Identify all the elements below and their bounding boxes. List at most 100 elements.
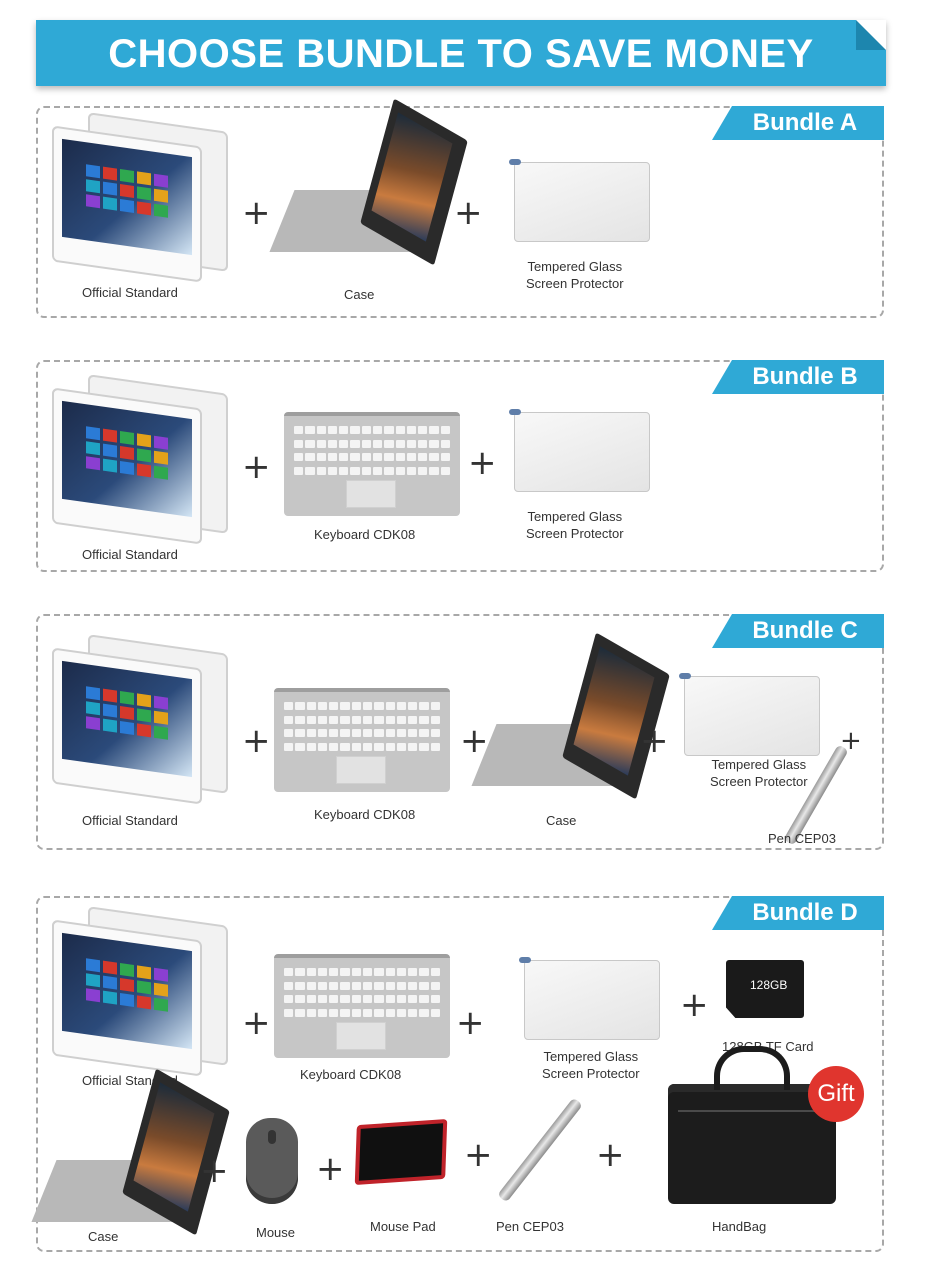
bundle-b-tag: Bundle B <box>712 360 884 394</box>
item-label: Pen CEP03 <box>768 831 836 846</box>
screen-tile <box>103 960 117 975</box>
screen-tile <box>103 458 117 473</box>
plus-icon: + <box>242 721 271 761</box>
bundle-b[interactable]: Bundle B Official Standard + Keyboard CD… <box>36 360 884 572</box>
glass-image <box>679 673 820 756</box>
handbag-image <box>668 1046 836 1204</box>
tablet-image <box>52 374 232 545</box>
screen-tile <box>137 463 151 478</box>
screen-tile <box>137 723 151 738</box>
banner-fold <box>856 20 886 50</box>
keyboard-image <box>274 954 450 1058</box>
bundle-a[interactable]: Bundle A Official Standard + Case + Temp… <box>36 98 884 318</box>
screen-tile <box>137 965 151 980</box>
screen-tile <box>120 706 134 720</box>
mouse-image <box>246 1118 298 1204</box>
screen-tile <box>103 443 117 458</box>
screen-tile <box>103 428 117 443</box>
item-label: Case <box>344 287 375 302</box>
bundle-c-tag: Bundle C <box>712 614 884 648</box>
plus-icon: + <box>456 1003 485 1043</box>
screen-tile <box>120 461 134 475</box>
tablet-image <box>52 634 232 805</box>
screen-tile <box>137 186 151 201</box>
case-image <box>31 1068 230 1236</box>
screen-tile <box>137 433 151 448</box>
screen-tile <box>103 703 117 718</box>
screen-tile <box>86 441 100 456</box>
keyboard-image <box>284 412 460 516</box>
screen-tile <box>86 164 100 179</box>
plus-icon: + <box>242 193 271 233</box>
screen-tile <box>154 695 168 710</box>
screen-tile <box>154 203 168 218</box>
item-label: Mouse <box>256 1225 296 1240</box>
item-label: Tempered Glass Screen Protector <box>526 259 624 291</box>
screen-tile <box>86 456 100 471</box>
item-label: Official Standard <box>82 813 178 828</box>
screen-tile <box>154 450 168 465</box>
screen-tile <box>120 199 134 213</box>
item-label: HandBag <box>712 1219 767 1234</box>
screen-tile <box>103 990 117 1005</box>
glass-image <box>519 957 660 1040</box>
screen-tile <box>154 967 168 982</box>
plus-icon: + <box>596 1135 625 1175</box>
glass-image <box>509 159 650 242</box>
gift-badge: Gift <box>808 1066 864 1122</box>
tablet-image <box>52 112 232 283</box>
plus-icon: + <box>200 1151 229 1191</box>
screen-tile <box>120 721 134 735</box>
page-title: CHOOSE BUNDLE TO SAVE MONEY <box>108 32 814 76</box>
mouse-pad-image <box>354 1118 448 1186</box>
item-label: Case <box>546 813 577 828</box>
screen-tile <box>86 716 100 731</box>
screen-tile <box>137 995 151 1010</box>
tf-card-label: 128GB <box>750 978 788 992</box>
screen-tile <box>86 194 100 209</box>
plus-icon: + <box>242 1003 271 1043</box>
keyboard-image <box>274 688 450 792</box>
screen-tile <box>137 171 151 186</box>
screen-tile <box>120 978 134 992</box>
screen-tile <box>103 181 117 196</box>
screen-tile <box>137 201 151 216</box>
plus-icon: + <box>464 1135 493 1175</box>
screen-tile <box>86 958 100 973</box>
plus-icon: + <box>680 985 709 1025</box>
screen-tile <box>120 993 134 1007</box>
screen-tile <box>154 982 168 997</box>
screen-tile <box>154 188 168 203</box>
bundle-d-tag: Bundle D <box>712 896 884 930</box>
screen-tile <box>137 980 151 995</box>
screen-tile <box>86 686 100 701</box>
screen-tile <box>154 465 168 480</box>
item-label: Tempered Glass Screen Protector <box>526 509 624 541</box>
header-banner: CHOOSE BUNDLE TO SAVE MONEY <box>36 20 886 86</box>
tablet-image <box>52 906 232 1077</box>
screen-tile <box>103 718 117 733</box>
item-label: Tempered Glass Screen Protector <box>542 1049 640 1081</box>
screen-tile <box>86 988 100 1003</box>
screen-tile <box>154 997 168 1012</box>
screen-tile <box>154 710 168 725</box>
glass-image <box>509 409 650 492</box>
screen-tile <box>154 725 168 740</box>
screen-tile <box>103 688 117 703</box>
item-label: Official Standard <box>82 285 178 300</box>
screen-tile <box>103 196 117 211</box>
item-label: Pen CEP03 <box>496 1219 564 1234</box>
item-label: Keyboard CDK08 <box>300 1067 402 1082</box>
bundle-c[interactable]: Bundle C Official Standard + Keyboard CD… <box>36 614 884 850</box>
screen-tile <box>86 701 100 716</box>
case-image <box>269 98 468 266</box>
bundle-d[interactable]: Bundle D Official Standard + Keyboard CD… <box>31 896 884 1252</box>
screen-tile <box>120 169 134 183</box>
screen-tile <box>103 166 117 181</box>
plus-icon: + <box>468 443 497 483</box>
screen-tile <box>103 975 117 990</box>
screen-tile <box>137 693 151 708</box>
item-label: Case <box>88 1229 119 1244</box>
screen-tile <box>154 435 168 450</box>
item-label: Tempered Glass Screen Protector <box>710 757 808 789</box>
